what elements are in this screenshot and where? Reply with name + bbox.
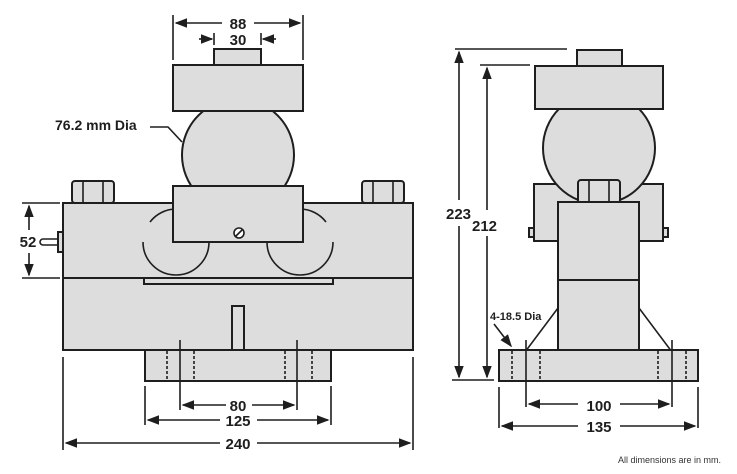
center-slot xyxy=(231,305,245,351)
top-button xyxy=(213,48,262,66)
dim-100: 100 xyxy=(586,398,611,415)
slot-plate xyxy=(143,277,334,285)
front-base xyxy=(144,349,332,382)
dim-30: 30 xyxy=(230,32,247,49)
side-top-plate xyxy=(534,65,664,110)
side-column-upper xyxy=(557,201,640,281)
side-top-button xyxy=(576,49,623,67)
left-bolt xyxy=(71,180,115,204)
side-column-lower xyxy=(557,279,640,351)
screw-icon xyxy=(233,227,245,239)
dim-212: 212 xyxy=(472,218,497,235)
dim-88: 88 xyxy=(230,16,247,33)
units-note: All dimensions are in mm. xyxy=(618,455,721,465)
top-plate xyxy=(172,64,304,112)
side-view: 223 212 4-18.5 Dia 100 135 xyxy=(446,48,699,436)
cable-connector xyxy=(39,231,64,253)
dim-135: 135 xyxy=(586,419,611,436)
hole-diameter-label: 4-18.5 Dia xyxy=(490,311,542,323)
dim-223: 223 xyxy=(446,206,471,223)
front-view: 88 30 76.2 mm Dia 52 80 125 240 xyxy=(20,15,414,453)
right-bolt xyxy=(361,180,405,204)
dim-125: 125 xyxy=(225,413,250,430)
dim-52: 52 xyxy=(20,234,37,251)
side-base xyxy=(498,349,699,382)
ball-diameter-label: 76.2 mm Dia xyxy=(55,117,137,133)
dim-240: 240 xyxy=(225,436,250,453)
dim-80: 80 xyxy=(230,398,247,415)
side-bolt xyxy=(577,179,621,204)
